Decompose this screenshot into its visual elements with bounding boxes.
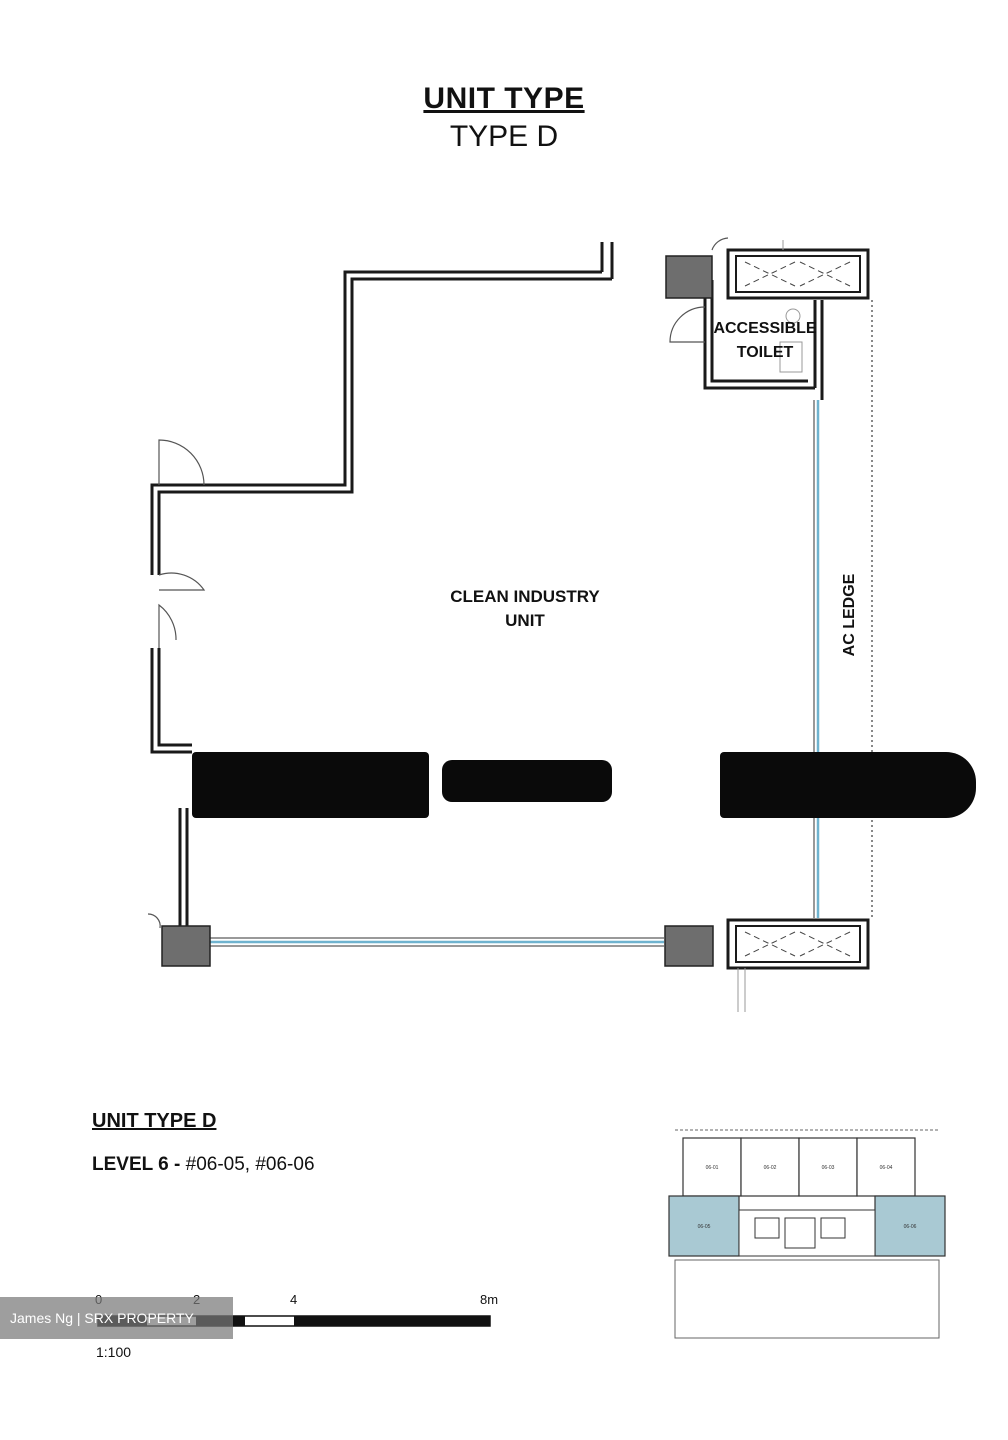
- ac-ledge-marks: [744, 261, 851, 957]
- scale-tick: 4: [290, 1292, 298, 1307]
- scale-ratio: 1:100: [96, 1344, 132, 1360]
- page-title: UNIT TYPE: [423, 82, 585, 115]
- legend-levels: LEVEL 6 - #06-05, #06-06: [92, 1154, 315, 1175]
- glazing: [210, 400, 820, 944]
- columns: [161, 255, 714, 967]
- toilet-label: ACCESSIBLE TOILET: [713, 320, 817, 361]
- keyplan-unit: 06-04: [880, 1165, 893, 1171]
- redaction-block: [720, 752, 976, 818]
- keyplan-unit: 06-05: [698, 1224, 711, 1230]
- scale-tick: 8m: [480, 1292, 499, 1307]
- keyplan-unit: 06-02: [764, 1165, 777, 1171]
- highlighted-units: [668, 1195, 946, 1257]
- redaction-block: [192, 752, 429, 818]
- door-swings: [147, 237, 729, 929]
- plan-walls: [150, 242, 870, 970]
- legend-title: UNIT TYPE D: [92, 1110, 217, 1132]
- redaction-block: [442, 760, 612, 802]
- keyplan-unit: 06-06: [904, 1224, 917, 1230]
- keyplan-unit: 06-01: [706, 1165, 719, 1171]
- key-plan: 06-01 06-02 06-03 06-04 06-05 06-06: [668, 1129, 946, 1339]
- page-subtitle: TYPE D: [449, 120, 559, 153]
- watermark: James Ng | SRX PROPERTY: [0, 1297, 233, 1339]
- unit-area-label: CLEAN INDUSTRY UNIT: [450, 587, 600, 630]
- floor-plan: [147, 237, 873, 1012]
- ac-ledge-label: AC LEDGE: [841, 573, 858, 657]
- keyplan-unit: 06-03: [822, 1165, 835, 1171]
